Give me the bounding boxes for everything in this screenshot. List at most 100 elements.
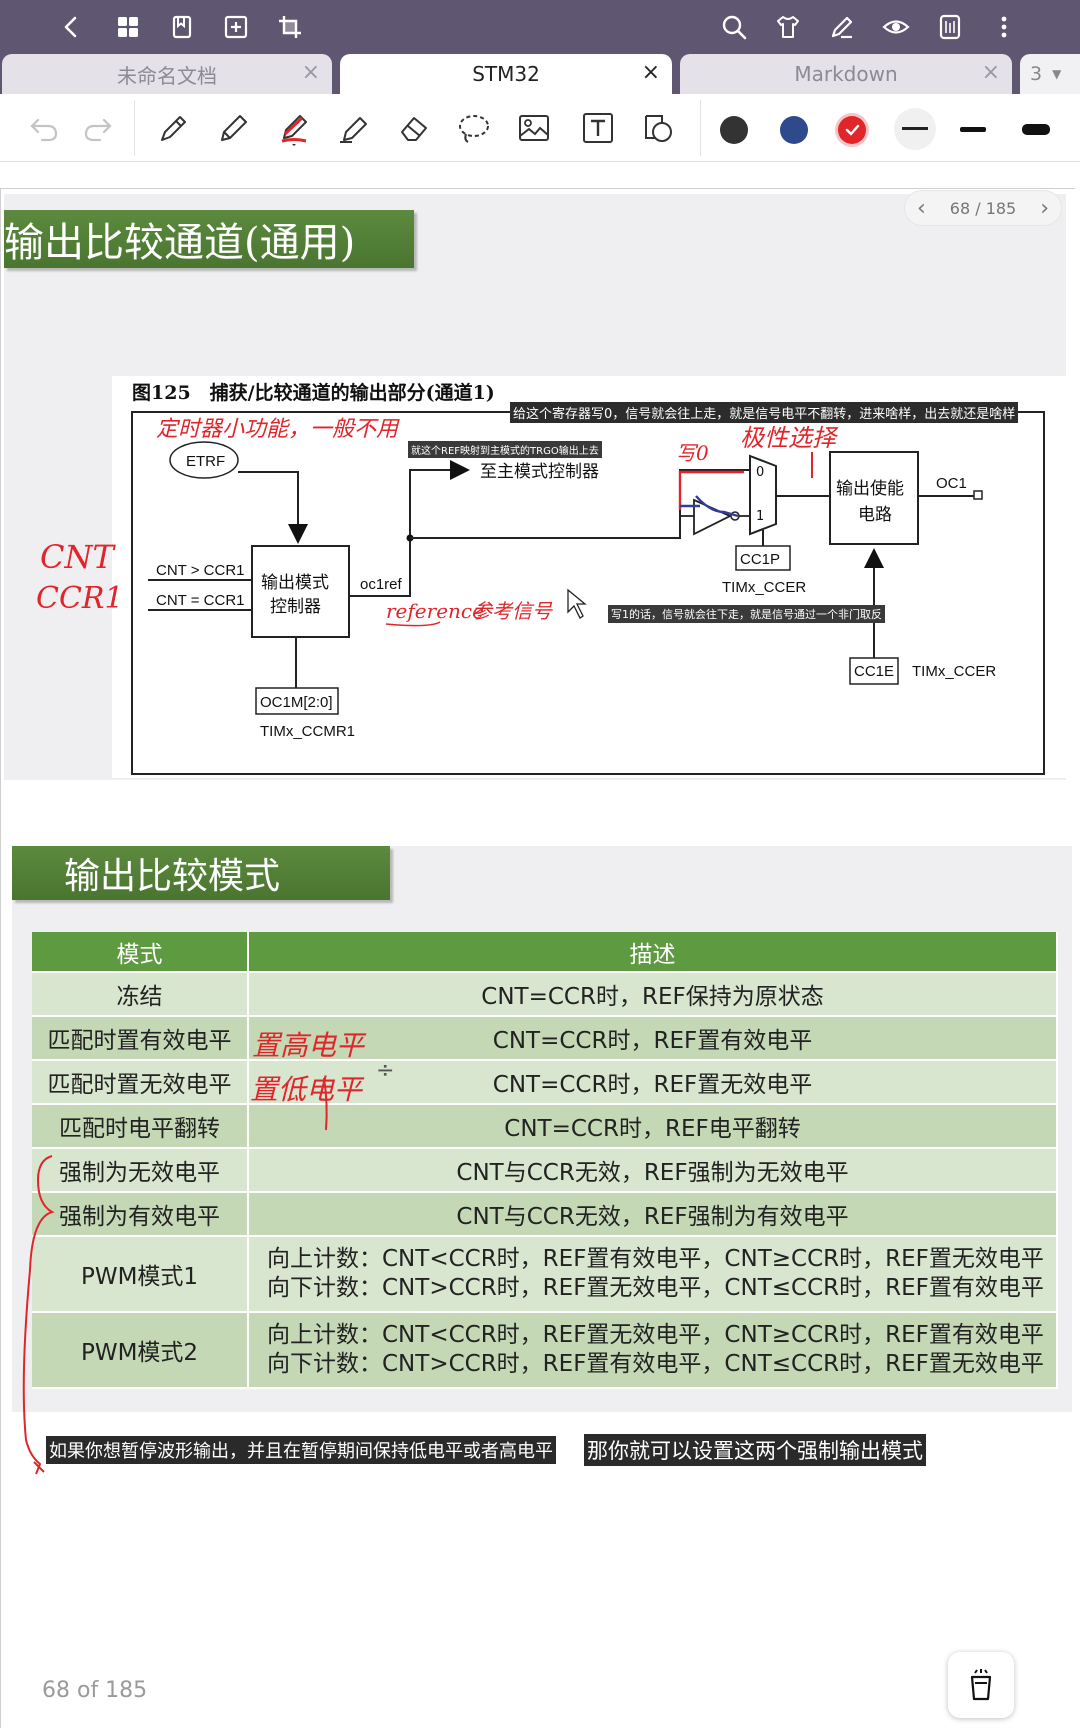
- header-mode: 模式: [32, 932, 249, 973]
- ink-ref-signal: 参考信号: [472, 599, 553, 623]
- cc1p-box: [735, 545, 791, 571]
- theme-shirt-icon[interactable]: [770, 9, 806, 45]
- close-tab-icon[interactable]: ×: [981, 60, 1000, 85]
- checkmark-icon: [845, 124, 860, 136]
- add-page-icon[interactable]: [218, 9, 254, 45]
- red-pen-icon[interactable]: [272, 106, 316, 150]
- pencil-icon[interactable]: [212, 106, 256, 150]
- redo-icon[interactable]: [76, 106, 120, 150]
- mode-cell: PWM模式1: [32, 1236, 249, 1313]
- desc-cell: CNT与CCR无效，REF强制为有效电平: [248, 1192, 1058, 1237]
- shapes-icon[interactable]: [636, 106, 680, 150]
- slide-title-text: 输出比较通道(通用): [4, 220, 356, 266]
- enable-label-2: 电路: [858, 505, 892, 525]
- mux-input-1: 1: [756, 509, 764, 524]
- view-eye-icon[interactable]: [878, 9, 914, 45]
- more-options-icon[interactable]: [986, 9, 1022, 45]
- ink-brace: [22, 1155, 55, 1475]
- reading-mode-icon[interactable]: [932, 9, 968, 45]
- undo-icon[interactable]: [22, 106, 66, 150]
- controller-label-1: 输出模式: [261, 573, 329, 593]
- crop-icon[interactable]: [272, 9, 308, 45]
- pen-edit-icon[interactable]: [824, 9, 860, 45]
- tab-label: 未命名文档: [117, 63, 217, 88]
- highlighter-icon[interactable]: [332, 106, 376, 150]
- note-write1: 写1的话，信号就会往下走，就是信号通过一个非门取反: [608, 605, 885, 623]
- fountain-pen-icon[interactable]: [152, 106, 196, 150]
- mode-cell: 匹配时电平翻转: [32, 1104, 249, 1149]
- insert-image-icon[interactable]: [512, 106, 556, 150]
- desc-line: 向下计数：CNT>CCR时，REF置无效电平，CNT≤CCR时，REF置有效电平: [267, 1275, 1044, 1301]
- close-tab-icon[interactable]: ×: [301, 60, 320, 85]
- page-indicator: 68 / 185: [949, 198, 1017, 218]
- oc1-label: OC1: [936, 475, 967, 492]
- prev-page-icon[interactable]: ‹: [917, 195, 926, 221]
- note-polarity-write0: 给这个寄存器写0，信号就会往上走，就是信号电平不翻转，进来啥样，出去就还是啥样: [510, 402, 1019, 423]
- floating-action-button[interactable]: [948, 1652, 1014, 1718]
- ccer2-label: TIMx_CCER: [912, 663, 996, 680]
- ocm-box: [255, 687, 339, 715]
- tab-markdown[interactable]: Markdown ×: [680, 54, 1012, 94]
- ink-write0: 写0: [676, 441, 709, 465]
- mode-cell: 强制为无效电平: [32, 1148, 249, 1193]
- figure-caption: 图125 捕获/比较通道的输出部分(通道1): [132, 382, 495, 404]
- oc1ref-label: oc1ref: [360, 576, 403, 593]
- cc1e-label: CC1E: [854, 663, 894, 680]
- etrf-ellipse: [169, 441, 239, 479]
- tab-count-label: 3: [1030, 63, 1043, 85]
- blue-color-swatch[interactable]: [780, 116, 808, 144]
- master-mode-label: 至主模式控制器: [480, 462, 599, 482]
- desc-cell: CNT=CCR时，REF置有效电平: [248, 1016, 1058, 1061]
- ink-polarity: 极性选择: [740, 424, 839, 452]
- ink-high-level: 置高电平: [252, 1029, 365, 1062]
- table-row: 强制为有效电平 CNT与CCR无效，REF强制为有效电平: [32, 1192, 1058, 1237]
- black-color-swatch[interactable]: [720, 116, 748, 144]
- ink-etrf-note: 定时器小功能，一般不用: [156, 417, 400, 442]
- tab-untitled[interactable]: 未命名文档 ×: [2, 54, 332, 94]
- search-icon[interactable]: [716, 9, 752, 45]
- slide-title: 输出比较模式: [12, 846, 390, 900]
- note-pause-output: 如果你想暂停波形输出，并且在暂停期间保持低电平或者高电平: [46, 1436, 556, 1464]
- tab-count-button[interactable]: 3 ▼: [1020, 54, 1080, 94]
- ink-mark: [323, 1077, 328, 1131]
- ink-write0-path: [678, 470, 744, 510]
- bookmark-icon[interactable]: [164, 9, 200, 45]
- next-page-icon[interactable]: ›: [1040, 195, 1049, 221]
- eraser-icon[interactable]: [392, 106, 436, 150]
- toolbar-divider: [134, 100, 135, 156]
- table-row: 匹配时电平翻转 CNT=CCR时，REF电平翻转: [32, 1104, 1058, 1149]
- ink-ref-underline: [385, 621, 441, 627]
- red-color-swatch-selected[interactable]: [838, 116, 866, 144]
- ink-blue-path: [680, 495, 739, 518]
- desc-line: 向上计数：CNT<CCR时，REF置有效电平，CNT≥CCR时，REF置无效电平: [267, 1246, 1044, 1272]
- mux-input-0: 0: [756, 465, 764, 480]
- table-row: PWM模式2 向上计数：CNT<CCR时，REF置无效电平，CNT≥CCR时，R…: [32, 1312, 1058, 1389]
- header-description: 描述: [248, 932, 1058, 973]
- close-tab-icon[interactable]: ×: [641, 60, 660, 85]
- grid-view-icon[interactable]: [110, 9, 146, 45]
- table-row: 强制为无效电平 CNT与CCR无效，REF强制为无效电平: [32, 1148, 1058, 1193]
- slide-title-text: 输出比较模式: [64, 856, 281, 897]
- back-icon[interactable]: [54, 9, 90, 45]
- thin-stroke-option[interactable]: [894, 108, 936, 150]
- output-mode-controller-box: [251, 545, 350, 638]
- desc-cell: CNT=CCR时，REF电平翻转: [248, 1104, 1058, 1149]
- cc1p-label: CC1P: [740, 551, 780, 568]
- medium-stroke-option[interactable]: [960, 127, 986, 132]
- mode-cell: 强制为有效电平: [32, 1192, 249, 1237]
- mode-cell: PWM模式2: [32, 1312, 249, 1389]
- etrf-line: [238, 471, 308, 544]
- tab-stm32[interactable]: STM32 ×: [340, 54, 672, 94]
- desc-cell: 向上计数：CNT<CCR时，REF置无效电平，CNT≥CCR时，REF置有效电平…: [248, 1312, 1058, 1389]
- thick-stroke-option[interactable]: [1022, 124, 1050, 135]
- text-box-icon[interactable]: [576, 106, 620, 150]
- enable-label-1: 输出使能: [836, 478, 904, 499]
- table-row: PWM模式1 向上计数：CNT<CCR时，REF置有效电平，CNT≥CCR时，R…: [32, 1236, 1058, 1313]
- tab-label: Markdown: [794, 62, 898, 86]
- etrf-label: ETRF: [186, 453, 225, 470]
- output-enable-box: [829, 451, 919, 545]
- desc-cell: 向上计数：CNT<CCR时，REF置有效电平，CNT≥CCR时，REF置无效电平…: [248, 1236, 1058, 1313]
- ccer1-label: TIMx_CCER: [722, 579, 806, 596]
- desc-line: 向上计数：CNT<CCR时，REF置无效电平，CNT≥CCR时，REF置有效电平: [267, 1322, 1044, 1348]
- lasso-select-icon[interactable]: [452, 106, 496, 150]
